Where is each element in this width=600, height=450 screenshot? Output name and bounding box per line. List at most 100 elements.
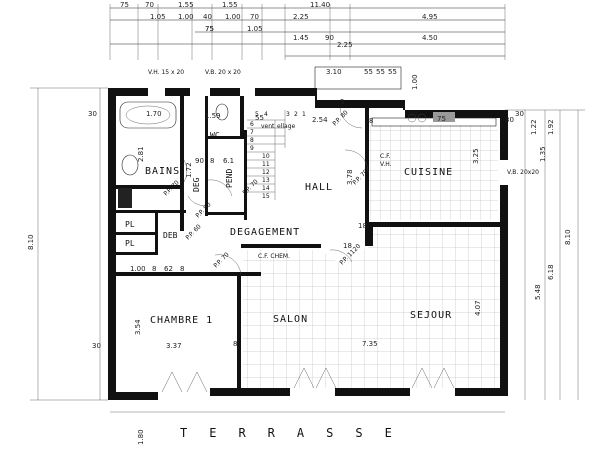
- dim-r2-75: 75: [205, 25, 214, 33]
- closet-shelves: [118, 188, 132, 208]
- room-pl-1: PL: [125, 220, 135, 229]
- dim-r2-100b: 1.00: [225, 13, 241, 21]
- dim-r3-450: 4.50: [422, 34, 438, 42]
- right-dimensions: [505, 109, 585, 400]
- dim-8d: 8: [233, 340, 237, 348]
- dim-100: 1.00: [130, 265, 146, 273]
- dim-r2-225: 2.25: [293, 13, 309, 21]
- dim-55: 55: [255, 114, 264, 122]
- vb-right-label: V.B. 20x20: [507, 169, 539, 176]
- dim-top-1140: 11.40: [310, 1, 330, 9]
- terrasse-label: TERRASSE: [180, 426, 414, 440]
- dim-170: 1.70: [146, 110, 162, 118]
- stair-10: 10: [262, 153, 270, 160]
- stair-12: 12: [262, 169, 270, 176]
- dim-61: 6.1: [223, 157, 234, 165]
- dim-r3-145: 1.45: [293, 34, 309, 42]
- dim-62: 62: [164, 265, 173, 273]
- label-pp70b: P.P. 70: [212, 251, 230, 269]
- stair-4: 4: [264, 111, 268, 118]
- dim-r3-225: 2.25: [337, 41, 353, 49]
- dim-75: 75: [437, 115, 446, 123]
- kitchen-sink: [433, 112, 455, 122]
- dim-325: 3.25: [472, 148, 480, 164]
- room-hall: HALL: [305, 182, 333, 193]
- dim-8c: 8: [210, 157, 214, 165]
- dim-90: 90: [195, 157, 204, 165]
- dim-left-30a: 30: [88, 110, 97, 118]
- dim-r4-55b: 55: [376, 68, 385, 76]
- room-degagement: DEGAGEMENT: [230, 227, 300, 238]
- dim-r4-310: 3.10: [326, 68, 342, 76]
- bay-window: [314, 66, 402, 90]
- top-dimensions: [109, 4, 506, 60]
- dim-18a: 18: [343, 242, 352, 250]
- door-swings: [161, 107, 455, 393]
- label-pp90: P.P. 90: [194, 201, 212, 219]
- room-pend: PEND: [225, 169, 234, 188]
- room-cuisine: CUISINE: [404, 167, 453, 178]
- dim-top-155b: 1.55: [222, 1, 238, 9]
- dim-r3-90: 90: [325, 34, 334, 42]
- stair-2: 2: [294, 111, 298, 118]
- dim-172: 1.72: [185, 162, 193, 178]
- stair-3: 3: [286, 111, 290, 118]
- room-bains: BAINS: [145, 166, 180, 177]
- stair-14: 14: [262, 185, 270, 192]
- left-dimensions: [30, 87, 108, 401]
- dim-r4-55a: 55: [364, 68, 373, 76]
- dim-left-180: 1.80: [137, 429, 145, 445]
- dim-top-75: 75: [120, 1, 129, 9]
- stair-8: 8: [250, 137, 254, 144]
- salon-sejour-tiles: [243, 228, 500, 388]
- dim-281: 2.81: [137, 146, 145, 162]
- dim-30c: 30: [505, 116, 514, 124]
- dim-left-810: 8.10: [27, 234, 35, 250]
- stair-9: 9: [250, 145, 254, 152]
- stair-7: 7: [250, 129, 254, 136]
- inner-walls: [116, 96, 500, 392]
- dim-right-135: 1.35: [539, 146, 547, 162]
- room-pl-2: PL: [125, 239, 135, 248]
- dim-r3-105: 1.05: [247, 25, 263, 33]
- dim-r5-100: 1.00: [411, 74, 419, 90]
- dim-right-30: 30: [515, 110, 524, 118]
- bathtub: [119, 101, 177, 129]
- stair-5: 5: [255, 111, 259, 118]
- label-cf-chem: C.F. CHEM.: [258, 253, 290, 260]
- label-cf: C.F.: [380, 153, 391, 160]
- label-pp60: P.P. 60: [184, 223, 202, 241]
- dim-254: 2.54: [312, 116, 328, 124]
- dim-r2-495: 4.95: [422, 13, 438, 21]
- dim-735: 7.35: [362, 340, 378, 348]
- label-ellage: ellage: [277, 123, 296, 130]
- staircase: [247, 110, 286, 200]
- dim-8a: 8: [152, 265, 156, 273]
- dim-378: 3.78: [346, 169, 354, 185]
- label-vh: V.H.: [380, 161, 392, 168]
- dim-r2-70: 70: [250, 13, 259, 21]
- dim-top-70: 70: [145, 1, 154, 9]
- stair-13: 13: [262, 177, 270, 184]
- room-sejour: SEJOUR: [410, 310, 452, 321]
- dim-r4-55c: 55: [388, 68, 397, 76]
- dim-r3-75: 75: [205, 25, 214, 33]
- dim-right-810: 8.10: [564, 229, 572, 245]
- dim-159: 1.59: [205, 112, 221, 120]
- dim-r2-100: 1.00: [178, 13, 194, 21]
- room-deb: DEB: [163, 231, 178, 240]
- stair-11: 11: [262, 161, 270, 168]
- dim-18b: 18: [358, 222, 367, 230]
- dim-right-192: 1.92: [547, 119, 555, 135]
- dim-r2-105: 1.05: [150, 13, 166, 21]
- stair-15: 15: [262, 193, 270, 200]
- dim-right-618: 6.18: [547, 264, 555, 280]
- dim-407: 4.07: [474, 300, 482, 316]
- cuisine-tiles: [368, 125, 498, 220]
- room-salon: SALON: [273, 314, 308, 325]
- dim-r2-40: 40: [203, 13, 212, 21]
- dim-337: 3.37: [166, 342, 182, 350]
- stair-1: 1: [302, 111, 306, 118]
- dim-right-548: 5.48: [534, 284, 542, 300]
